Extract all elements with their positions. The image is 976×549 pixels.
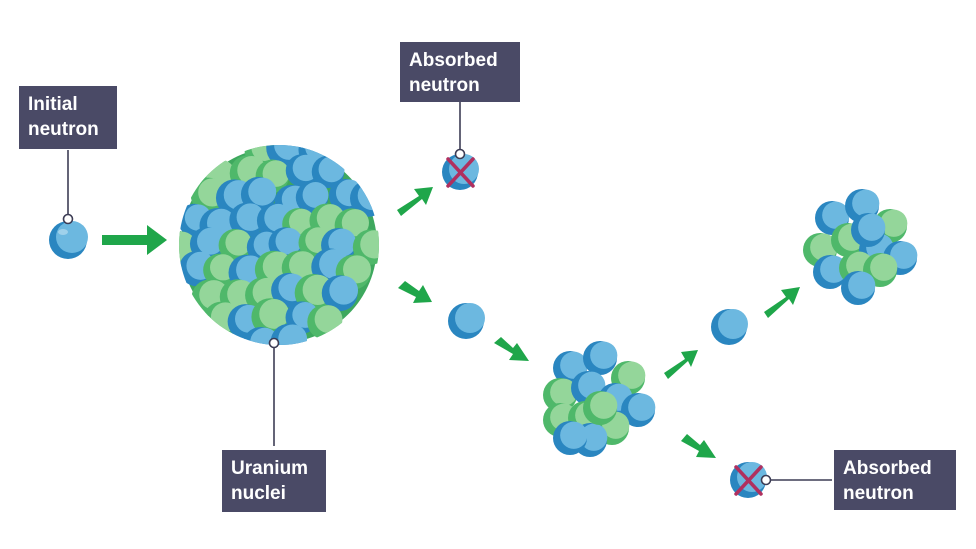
cross-icon [446,157,475,188]
nucleon [553,421,588,455]
nucleon [583,341,618,375]
nucleon [621,393,656,427]
nucleon [251,298,290,336]
leader-lines [67,102,832,481]
uranium-nucleus [179,145,379,345]
arrows [102,187,800,458]
right-nucleus [803,189,918,305]
arrow-to-absorbed-bottom [681,434,716,458]
arrow-to-right-neutron [664,350,698,379]
free-neutron-middle [448,303,485,339]
nucleon [270,323,308,345]
nucleon [218,228,252,262]
arrow-to-mid-nucleus [494,337,529,361]
nucleon [229,202,265,238]
free-neutron-right [711,309,748,345]
middle-nucleus [543,341,656,457]
nucleon [543,378,578,412]
label-absorbed-neutron-top: Absorbed neutron [400,42,520,102]
nucleon [203,253,237,287]
label-absorbed-neutron-bottom: Absorbed neutron [834,450,956,510]
dot-uranium [268,337,280,349]
arrow-to-right-nucleus [764,287,800,318]
nucleon [583,391,618,425]
dot-initial-neutron [62,213,74,225]
leader-dots [62,148,772,486]
label-uranium-nuclei: Uranium nuclei [222,450,326,512]
absorbed-neutron-top [442,154,479,190]
arrow-to-free-neutron [398,281,432,303]
nucleon [841,271,876,305]
dot-absorbed-top [454,148,466,160]
nucleon [851,213,886,247]
absorbed-neutron-bottom [730,462,767,498]
cross-icon [734,465,763,496]
dot-absorbed-bottom [760,474,772,486]
label-initial-neutron: Initial neutron [19,86,117,149]
nucleon [295,181,329,214]
arrow-initial-to-uranium [102,225,167,255]
nucleon [352,229,379,265]
nucleon [815,201,850,235]
nucleon [307,304,343,340]
arrow-to-absorbed-top [397,187,433,216]
nucleon [321,275,359,312]
initial-neutron [49,221,88,259]
nucleon [335,254,372,290]
